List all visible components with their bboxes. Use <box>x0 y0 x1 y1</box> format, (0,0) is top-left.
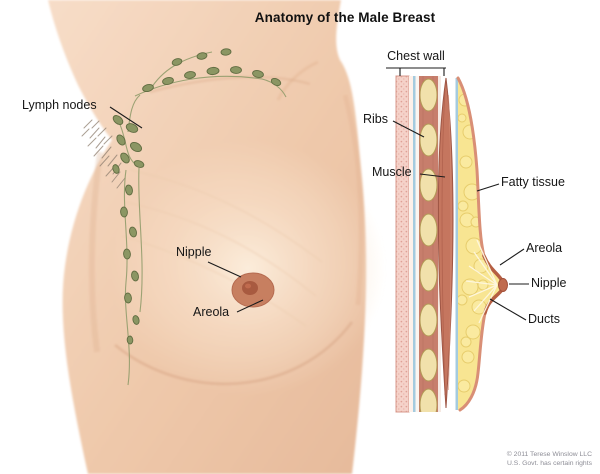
pectoral-contour <box>114 321 354 386</box>
nipple-highlight <box>245 283 251 289</box>
muscle-highlight-line <box>448 94 452 391</box>
cross-section-inset <box>395 75 508 413</box>
fatty-tissue-leader <box>476 183 500 192</box>
flank-shading <box>88 151 103 353</box>
muscle-striation <box>121 235 307 327</box>
ribs-leader <box>392 120 425 138</box>
label-inset-areola: Areola <box>526 241 563 255</box>
label-muscle: Muscle <box>372 165 412 179</box>
armpit-hair <box>81 119 126 189</box>
page-title: Anatomy of the Male Breast <box>254 10 436 25</box>
neck-shading <box>276 60 319 101</box>
muscle-striation-line <box>441 89 446 396</box>
areola-nipple-graphic <box>231 272 275 308</box>
nipple-shape <box>242 281 258 295</box>
credit-line1: © 2011 Terese Winslow LLC <box>506 450 592 458</box>
nipple-leader <box>207 261 242 278</box>
muscle-leader <box>419 173 446 178</box>
label-nipple: Nipple <box>176 245 212 259</box>
label-fatty-tissue: Fatty tissue <box>501 175 565 189</box>
muscle-striation <box>124 201 317 297</box>
lymph-nodes-graphic <box>112 48 282 345</box>
fascia-line-right <box>455 78 458 410</box>
ducts-graphic <box>465 239 498 324</box>
label-inset-nipple: Nipple <box>531 276 567 290</box>
leader-lines <box>109 67 529 321</box>
label-ducts: Ducts <box>528 312 560 326</box>
subcutaneous-gap <box>409 76 413 412</box>
chest-highlight <box>110 140 386 396</box>
label-ribs: Ribs <box>363 112 389 126</box>
label-lymph-nodes: Lymph nodes <box>22 98 97 112</box>
lymph-system-graphic <box>112 48 287 386</box>
muscle-layer <box>437 77 454 409</box>
inset-nipple-shape <box>498 278 508 292</box>
lymph-nodes-leader <box>109 106 143 129</box>
inset-areola-leader <box>499 248 525 266</box>
side-shading <box>342 94 364 306</box>
fascia-gap <box>415 76 419 412</box>
fascia-line-left <box>413 76 416 412</box>
label-chest-wall: Chest wall <box>387 49 445 63</box>
muscle-striation <box>129 169 323 263</box>
ducts-leader <box>489 298 527 321</box>
credit-line2: U.S. Govt. has certain rights <box>507 460 592 468</box>
ribs-graphic <box>419 76 438 412</box>
areola-leader <box>236 299 264 313</box>
copyright-credit: © 2011 Terese Winslow LLC U.S. Govt. has… <box>507 450 592 469</box>
collarbone-contour <box>149 75 311 94</box>
chest-wall-bracket <box>386 67 446 76</box>
label-areola: Areola <box>193 305 230 319</box>
